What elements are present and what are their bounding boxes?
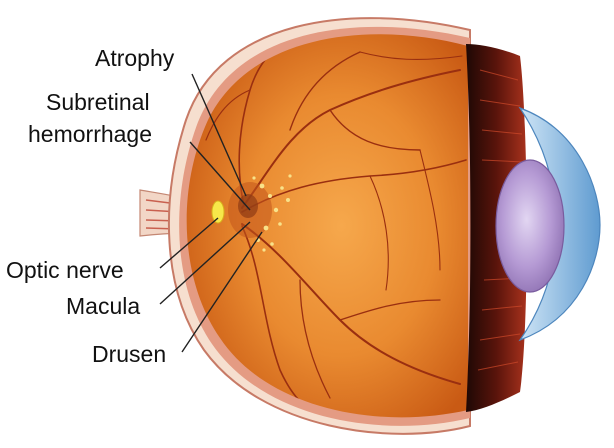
label-hemorrhage: hemorrhage bbox=[28, 121, 152, 147]
optic-disc bbox=[212, 201, 224, 223]
label-drusen: Drusen bbox=[92, 341, 166, 367]
lens bbox=[496, 160, 564, 292]
label-macula: Macula bbox=[66, 293, 140, 319]
label-subretinal: Subretinal bbox=[46, 89, 150, 115]
label-optic-nerve: Optic nerve bbox=[6, 257, 124, 283]
label-atrophy: Atrophy bbox=[95, 45, 175, 71]
